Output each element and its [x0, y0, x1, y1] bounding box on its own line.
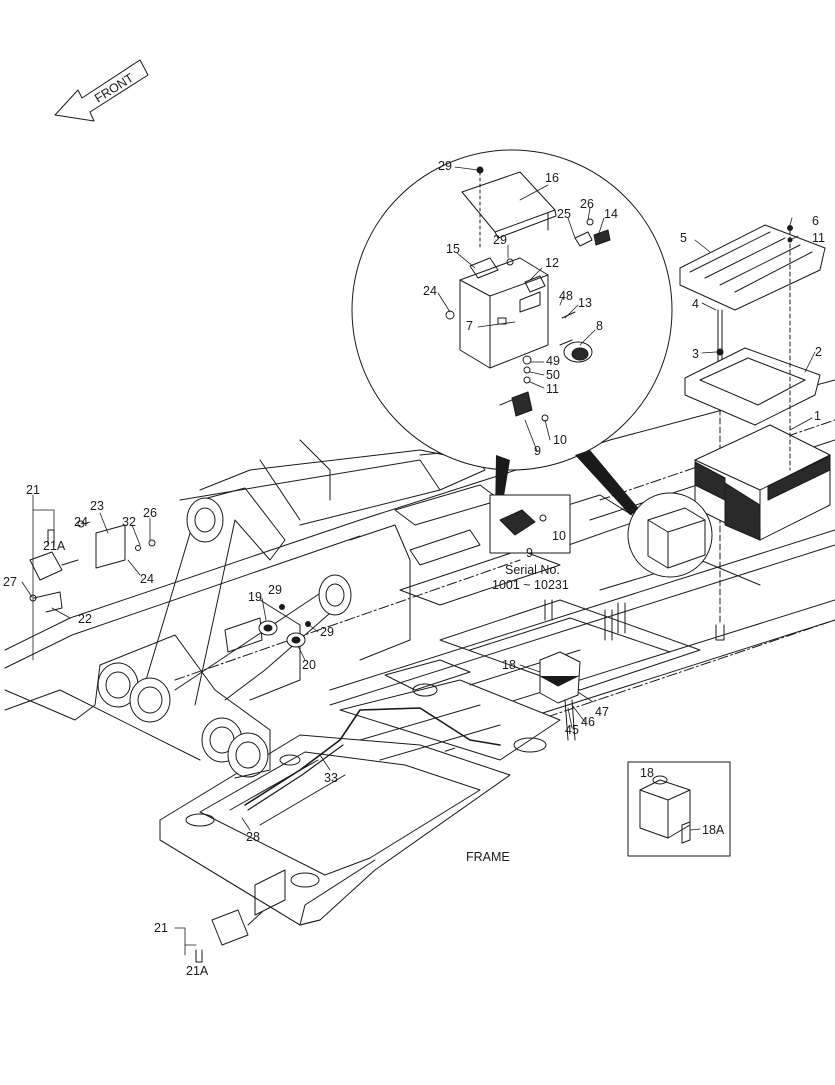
- callout-21a: 21A: [43, 539, 66, 553]
- callout-11: 11: [546, 382, 559, 396]
- detail-circle: [351, 149, 673, 471]
- leader-lines: [21, 166, 816, 956]
- callout-7: 7: [466, 319, 473, 333]
- callout-28: 28: [246, 830, 260, 844]
- callout-23: 23: [90, 499, 104, 513]
- callout-20: 20: [302, 658, 316, 672]
- callout-18: 18: [502, 658, 516, 672]
- callout-13: 13: [578, 296, 592, 310]
- callout-47: 47: [595, 705, 609, 719]
- callout-1: 1: [814, 409, 821, 423]
- callout-26: 26: [580, 197, 594, 211]
- callout-16: 16: [545, 171, 559, 185]
- callout-22: 22: [78, 612, 92, 626]
- callout-6: 6: [812, 214, 819, 228]
- callout-9: 9: [526, 546, 533, 560]
- callout-29: 29: [493, 233, 507, 247]
- callout-24: 24: [423, 284, 437, 298]
- callout-29: 29: [268, 583, 282, 597]
- callout-33: 33: [324, 771, 338, 785]
- callout-19: 19: [248, 590, 262, 604]
- callout-27: 27: [3, 575, 17, 589]
- battery-cover-group: [679, 224, 831, 641]
- serial-range-label: 1001 ~ 10231: [492, 578, 569, 592]
- callout-50: 50: [546, 368, 560, 382]
- callout-29: 29: [438, 159, 452, 173]
- callout-25: 25: [557, 207, 571, 221]
- callout-46: 46: [581, 715, 595, 729]
- callout-45: 45: [565, 723, 579, 737]
- callout-5: 5: [680, 231, 687, 245]
- callout-8: 8: [596, 319, 603, 333]
- callout-21a: 21A: [186, 964, 209, 978]
- callout-48: 48: [559, 289, 573, 303]
- callout-26: 26: [143, 506, 157, 520]
- callout-32: 32: [122, 515, 136, 529]
- callout-2: 2: [815, 345, 822, 359]
- callout-15: 15: [446, 242, 460, 256]
- tank-inset-box: [627, 761, 731, 857]
- callout-24: 24: [140, 572, 154, 586]
- callout-18: 18: [640, 766, 654, 780]
- callout-labels: 29 16 26 25 14 29 15 12 24 48 13 7 8 49 …: [3, 159, 825, 978]
- callout-4: 4: [692, 297, 699, 311]
- callout-49: 49: [546, 354, 560, 368]
- callout-14: 14: [604, 207, 618, 221]
- boom-structure: [94, 439, 486, 779]
- callout-29: 29: [320, 625, 334, 639]
- callout-12: 12: [545, 256, 559, 270]
- front-arrow-icon: [54, 59, 149, 122]
- callout-10: 10: [553, 433, 567, 447]
- callout-18a: 18A: [702, 823, 725, 837]
- callout-21: 21: [154, 921, 168, 935]
- callout-21: 21: [26, 483, 40, 497]
- serial-no-label: Serial No.: [505, 563, 560, 577]
- callout-3: 3: [692, 347, 699, 361]
- callout-24: 24: [74, 515, 88, 529]
- callout-10: 10: [552, 529, 566, 543]
- callout-9: 9: [534, 444, 541, 458]
- frame-label: FRAME: [466, 850, 510, 864]
- callout-11: 11: [812, 231, 825, 245]
